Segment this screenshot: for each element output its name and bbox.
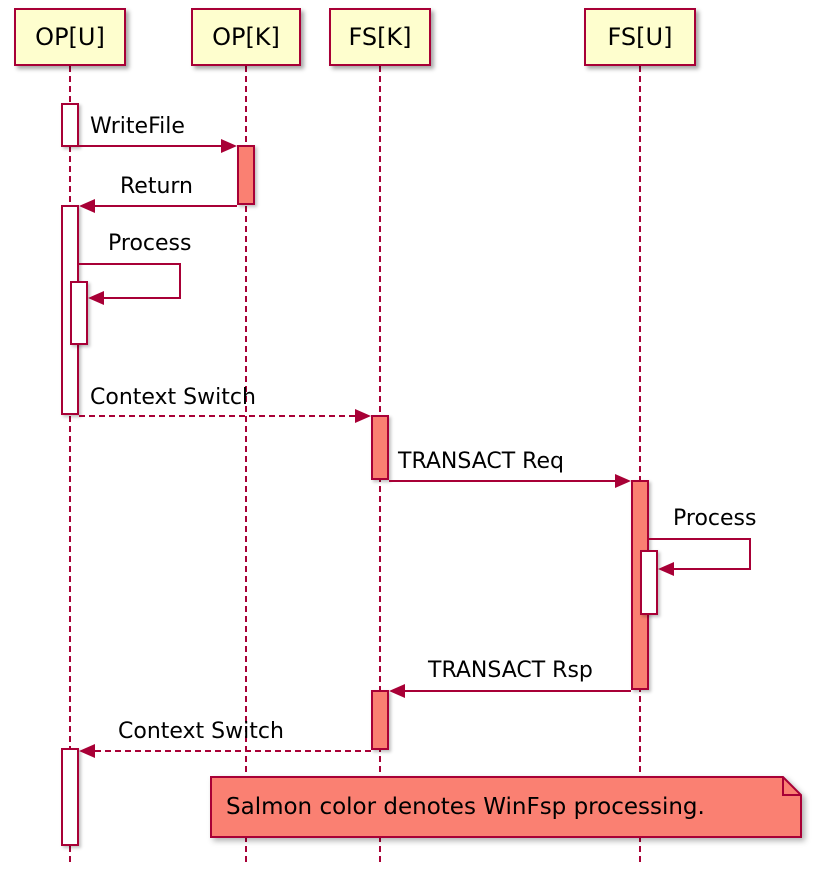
- arrow-line: [104, 297, 181, 299]
- arrow-line: [749, 538, 751, 570]
- arrowhead-icon: [615, 474, 631, 488]
- arrow-line: [79, 263, 181, 265]
- arrow-line: [389, 480, 615, 482]
- activation-fs-k-request: [371, 415, 389, 480]
- activation-fs-k-response: [371, 690, 389, 750]
- note-fold-corner: [782, 777, 801, 796]
- participant-label: OP[U]: [35, 23, 105, 51]
- participant-label: FS[U]: [607, 23, 673, 51]
- arrow-line: [95, 750, 371, 752]
- participant-box-op-u: OP[U]: [14, 8, 126, 66]
- activation-op-k: [237, 145, 255, 205]
- arrowhead-icon: [79, 199, 95, 213]
- lifeline-op-u: [69, 66, 71, 862]
- note-shape: [210, 776, 802, 838]
- participant-box-fs-k: FS[K]: [329, 8, 431, 66]
- note-text: Salmon color denotes WinFsp processing.: [226, 794, 705, 820]
- activation-op-u-nested: [70, 281, 88, 345]
- message-label: Context Switch: [118, 719, 284, 744]
- activation-op-u-initial: [61, 103, 79, 147]
- message-label: Process: [108, 231, 192, 256]
- lifeline-op-k: [245, 66, 247, 862]
- participant-label: FS[K]: [348, 23, 412, 51]
- participant-label: OP[K]: [212, 23, 280, 51]
- activation-op-u-final: [61, 748, 79, 846]
- arrow-line: [649, 538, 751, 540]
- message-label: Process: [673, 506, 757, 531]
- arrowhead-icon: [221, 139, 237, 153]
- arrowhead-icon: [658, 562, 674, 576]
- arrow-line: [79, 415, 355, 417]
- arrow-line: [674, 568, 751, 570]
- activation-fs-u-nested: [640, 550, 658, 615]
- arrow-line: [179, 263, 181, 299]
- message-label: Context Switch: [90, 385, 256, 410]
- participant-box-fs-u: FS[U]: [584, 8, 696, 66]
- arrow-line: [95, 205, 237, 207]
- message-label: Return: [120, 174, 194, 199]
- message-label: TRANSACT Rsp: [428, 658, 593, 683]
- participant-box-op-k: OP[K]: [191, 8, 301, 66]
- lifeline-fs-u: [639, 66, 641, 862]
- arrowhead-icon: [389, 684, 405, 698]
- arrowhead-icon: [88, 291, 104, 305]
- note: Salmon color denotes WinFsp processing.: [210, 776, 802, 838]
- message-label: TRANSACT Req: [398, 449, 564, 474]
- arrow-line: [405, 690, 631, 692]
- arrow-line: [79, 145, 221, 147]
- message-label: WriteFile: [90, 114, 185, 139]
- arrowhead-icon: [355, 409, 371, 423]
- arrowhead-icon: [79, 744, 95, 758]
